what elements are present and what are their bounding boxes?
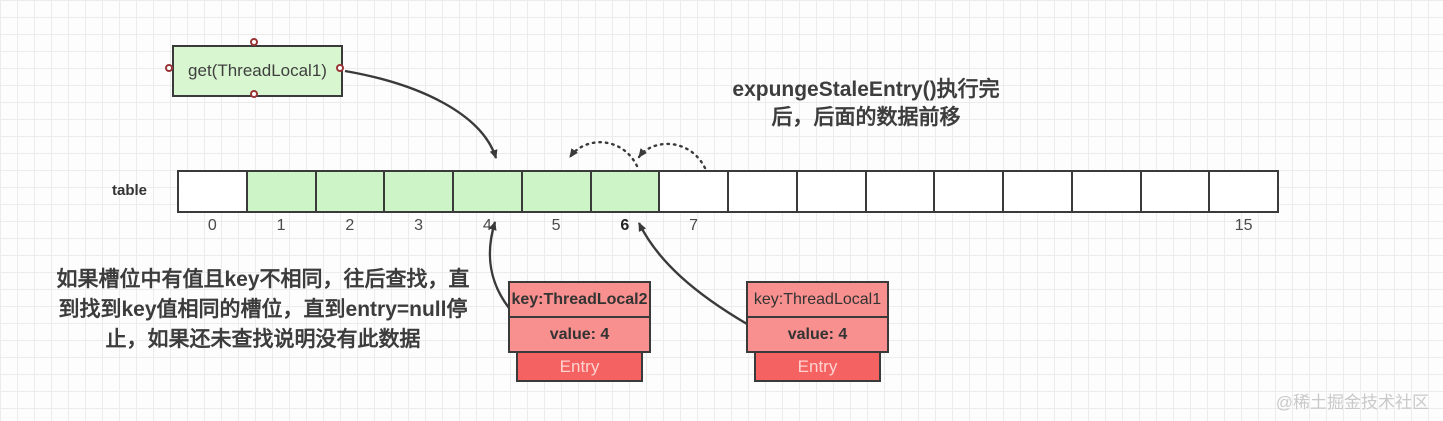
entry-footer: Entry [754, 351, 881, 382]
table-cell[interactable] [1070, 170, 1142, 213]
cell-index-label [865, 217, 936, 235]
get-threadlocal1-label: get(ThreadLocal1) [188, 61, 327, 80]
shift-slot6-to-slot5-arrow [568, 141, 639, 168]
entry-box[interactable]: key:ThreadLocal1 value: 4 Entry [746, 281, 889, 382]
table-cell[interactable] [795, 170, 867, 213]
watermark: @稀土掘金技术社区 [1275, 393, 1429, 412]
table-label: table [112, 182, 148, 199]
cell-index-label [727, 217, 798, 235]
get-threadlocal1-box[interactable]: get(ThreadLocal1) [172, 45, 343, 97]
table-cell[interactable] [383, 170, 454, 213]
cell-index-label: 7 [689, 217, 699, 234]
cell-index-label [933, 217, 1004, 235]
note-text: 如果槽位中有值且key不相同，往后查找，直 到找到key值相同的槽位，直到ent… [24, 265, 502, 355]
entry-value: value: 4 [746, 316, 889, 353]
connection-handle-top[interactable] [250, 38, 258, 46]
note-line-2: 到找到key值相同的槽位，直到entry=null停 [58, 298, 468, 321]
cell-index-label [1002, 217, 1073, 235]
table-cell[interactable] [452, 170, 523, 213]
table-cell[interactable] [314, 170, 386, 213]
shift-slot7-to-slot6-arrow [637, 142, 707, 170]
table-index-row: 0 1 2 3 4 5 6 7 15 [177, 217, 1309, 235]
table-cell[interactable] [1208, 170, 1279, 213]
table-cell[interactable] [658, 170, 729, 213]
table-cell[interactable] [177, 170, 248, 213]
table-cell[interactable] [864, 170, 936, 213]
table-cell[interactable] [1139, 170, 1211, 213]
note-line-3: 止，如果还未查找说明没有此数据 [105, 328, 421, 351]
cell-index-label: 4 [482, 217, 492, 234]
get-to-slot4-arrow [344, 69, 498, 159]
entry-footer: Entry [516, 351, 643, 382]
cell-index-label: 1 [276, 217, 286, 234]
cell-index-label: 15 [1234, 217, 1253, 234]
table-cells [177, 170, 1309, 213]
table-cell[interactable] [520, 170, 592, 213]
table-cell[interactable] [933, 170, 1004, 213]
entry-key: key:ThreadLocal1 [746, 281, 889, 318]
cell-index-label: 3 [414, 217, 424, 234]
entry-box[interactable]: key:ThreadLocal2 value: 4 Entry [508, 281, 651, 382]
table-cell[interactable] [245, 170, 317, 213]
entry-key: key:ThreadLocal2 [508, 281, 651, 318]
cell-index-label [1140, 217, 1211, 235]
cell-index-label: 6 [620, 217, 630, 234]
entry-value: value: 4 [508, 316, 651, 353]
entry1-to-slot6-arrow [637, 222, 748, 326]
headline-line-2: 后，后面的数据前移 [771, 106, 961, 129]
cell-index-label: 5 [551, 217, 561, 234]
connection-handle-right[interactable] [336, 64, 344, 72]
cell-index-label: 0 [207, 217, 217, 234]
cell-index-label: 2 [345, 217, 355, 234]
connection-handle-bottom[interactable] [250, 90, 258, 98]
headline-line-1: expungeStaleEntry()执行完 [732, 78, 1000, 101]
table-cell[interactable] [589, 170, 661, 213]
table-cell[interactable] [1002, 170, 1073, 213]
connection-handle-left[interactable] [165, 64, 173, 72]
table-cell[interactable] [727, 170, 798, 213]
cell-index-label [1071, 217, 1142, 235]
cell-index-label [796, 217, 867, 235]
headline-text: expungeStaleEntry()执行完 后，后面的数据前移 [700, 76, 1032, 132]
note-line-1: 如果槽位中有值且key不相同，往后查找，直 [56, 268, 470, 291]
